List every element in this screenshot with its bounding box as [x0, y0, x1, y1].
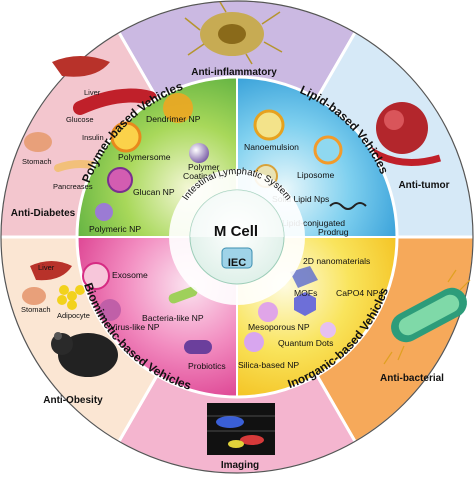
quantum-dot-icon — [320, 322, 336, 338]
label-anti-inflammatory: Anti-inflammatory — [191, 67, 277, 78]
label-mofs: MOFs — [294, 288, 317, 298]
label-insulin: Insulin — [82, 133, 104, 142]
inflammatory-cell-illustration — [184, 1, 283, 65]
organ-labels: Liver Glucose Insulin Stomach Pancreases… — [21, 88, 104, 320]
label-polymeric-np: Polymeric NP — [89, 224, 141, 234]
label-anti-bacterial: Anti-bacterial — [380, 373, 444, 384]
label-glucose: Glucose — [66, 115, 94, 124]
dendrimer-icon — [163, 93, 193, 123]
label-probiotics: Probiotics — [188, 361, 226, 371]
bacteria-like-icon — [168, 286, 198, 304]
label-2d-nanomaterials: 2D nanomaterials — [303, 256, 370, 266]
label-virus-like: Virus-like NP — [110, 322, 160, 332]
exosome-icon — [82, 262, 110, 290]
label-prodrug: Prodrug — [318, 227, 349, 237]
label-anti-tumor: Anti-tumor — [398, 180, 449, 191]
label-quantum-dots: Quantum Dots — [278, 338, 333, 348]
label-nanoemulsion: Nanoemulsion — [244, 142, 299, 152]
label-obesity-stomach: Stomach — [21, 305, 51, 314]
label-polymersome: Polymersome — [118, 152, 171, 162]
label-coating-np: Coating NP — [183, 171, 227, 181]
label-silica: Silica-based NP — [238, 360, 299, 370]
illustrations — [22, 1, 471, 455]
label-anti-obesity: Anti-Obesity — [43, 395, 103, 406]
label-adipocyte: Adipocyte — [57, 311, 90, 320]
label-anti-diabetes: Anti-Diabetes — [11, 208, 76, 219]
nanoemulsion-icon — [253, 109, 285, 141]
mof-icon — [294, 292, 316, 316]
polymeric-icon — [95, 203, 113, 221]
bacterium-illustration — [383, 269, 471, 365]
label-obesity-liver: Liver — [38, 263, 55, 272]
label-liposome: Liposome — [297, 170, 334, 180]
probiotics-icon — [184, 340, 212, 354]
2d-nanomaterial-icon — [290, 266, 318, 288]
imaging-panel — [207, 403, 275, 455]
label-lipid-conjugated: Lipid-conjugated — [282, 218, 345, 228]
label-exosome: Exosome — [112, 270, 148, 280]
lipid-prodrug-icon — [329, 202, 367, 210]
label-diabetes-stomach: Stomach — [22, 157, 52, 166]
tumor-illustration — [368, 102, 442, 166]
mesoporous-icon — [258, 302, 278, 322]
virus-like-icon — [99, 299, 121, 321]
label-imaging: Imaging — [221, 460, 259, 471]
iec-icon — [221, 247, 253, 269]
obesity-illustration — [22, 261, 85, 310]
label-glucan-np: Glucan NP — [133, 187, 175, 197]
diabetes-illustration — [24, 56, 157, 172]
label-bacteria-like: Bacteria-like NP — [142, 313, 204, 323]
center-hub: Intestinal Lymphatic System M Cell IEC — [169, 166, 305, 305]
label-polymer: Polymer — [188, 162, 220, 172]
glucan-icon — [107, 167, 133, 193]
label-capo4: CaPO4 NPs — [336, 288, 383, 298]
vehicle-item-labels: Dendrimer NP Polymersome Polymer Coating… — [89, 114, 383, 371]
liposome-icon — [313, 135, 343, 165]
center-m-cell: M Cell — [214, 223, 258, 240]
polymer-coating-icon — [189, 143, 209, 163]
label-dendrimer-np: Dendrimer NP — [146, 114, 201, 124]
mouse-illustration — [51, 332, 118, 377]
label-solid-lipid: Solid Lipid Nps — [272, 194, 329, 204]
silica-icon — [244, 332, 264, 352]
label-pancreases: Pancreases — [53, 182, 93, 191]
label-diabetes-liver: Liver — [84, 88, 101, 97]
polymersome-icon — [110, 121, 142, 153]
application-labels: Anti-inflammatory Anti-tumor Anti-bacter… — [11, 67, 450, 471]
center-iec: IEC — [228, 257, 246, 269]
label-mesoporous: Mesoporous NP — [248, 322, 310, 332]
